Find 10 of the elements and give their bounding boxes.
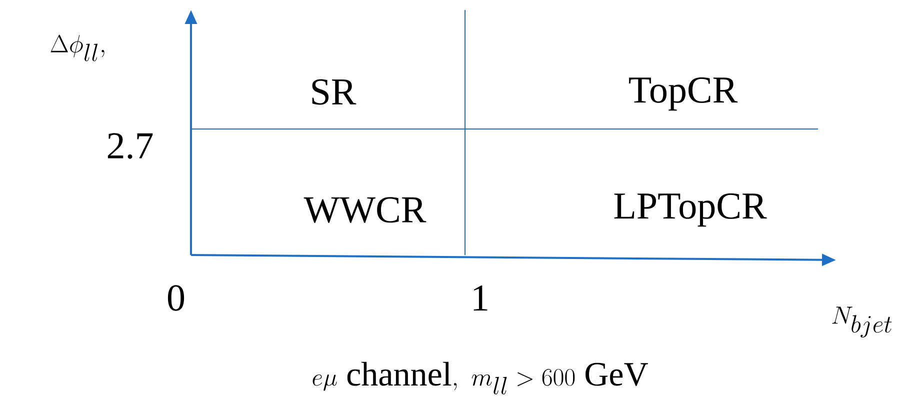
axis-label: $\Delta\phi_{ll},$ [50,34,104,62]
region-label: SR [312,79,356,105]
region-label: WWCR [304,197,426,223]
axis-label: $N_{bjet}$ [832,306,892,338]
tick-label: 0 [168,285,184,311]
region-label: TopCR [629,77,738,111]
tick-label: 1 [474,285,488,311]
tick-label: 2.7 [108,133,153,159]
caption: $e\mu\ \mathrm{channel},\ m_{ll} > 600\ \mathrm{GeV}$ [312,362,648,394]
region-label: LPTopCR [614,193,767,227]
